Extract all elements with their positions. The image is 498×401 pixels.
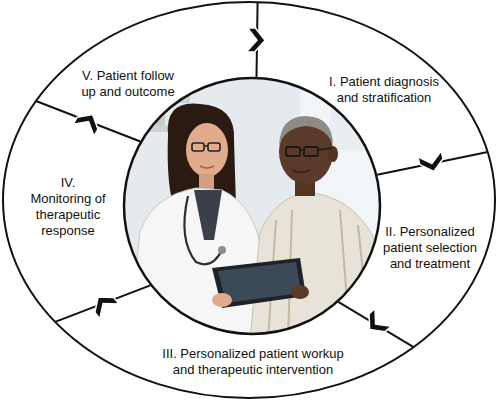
flow-chevron [73, 109, 103, 137]
doctor-patient-photo [120, 74, 390, 340]
segment-label: IV. Monitoring of therapeutic response [29, 175, 107, 239]
segment-label: II. Personalized patient selection and t… [380, 224, 480, 272]
flow-chevron [362, 308, 391, 338]
ring-segment: II. Personalized patient selection and t… [380, 224, 480, 272]
flow-chevron [418, 151, 446, 174]
inner-circle [124, 78, 380, 334]
segment-divider [55, 285, 150, 322]
segment-divider [36, 101, 140, 142]
segment-divider [338, 302, 413, 347]
flow-chevron [247, 28, 266, 53]
ring-segment: I. Patient diagnosis and stratification [322, 74, 446, 106]
ring-segment: IV. Monitoring of therapeutic response [29, 175, 107, 239]
flow-chevron [89, 290, 119, 319]
segment-label: III. Personalized patient workup and the… [158, 346, 348, 378]
outer-ring [3, 2, 495, 398]
segment-label: I. Patient diagnosis and stratification [322, 74, 446, 106]
ring-segment: V. Patient follow up and outcome [78, 68, 178, 100]
segment-label: V. Patient follow up and outcome [78, 68, 178, 100]
ring-segment: III. Personalized patient workup and the… [158, 346, 348, 378]
